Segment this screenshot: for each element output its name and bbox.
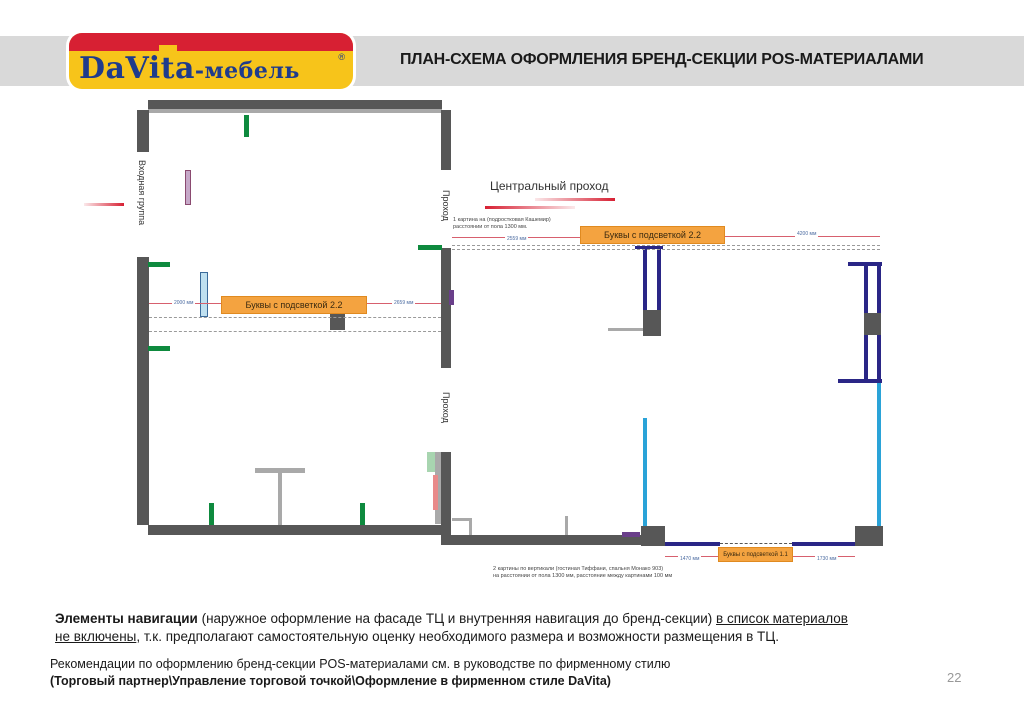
central-passage-label: Центральный проход: [490, 179, 609, 193]
poster-blue: [200, 272, 208, 317]
nav-underline2: не включены: [55, 629, 137, 644]
column-navy: [643, 246, 647, 311]
sign-right-room-top: Буквы с подсветкой 2.2: [580, 226, 725, 244]
wall-top: [148, 100, 442, 109]
recommend-line1: Рекомендации по оформлению бренд-секции …: [50, 657, 671, 671]
column-navy: [657, 246, 661, 311]
wall-top-inner: [148, 109, 442, 113]
floor-plan: Входная группа Проход Проход 2000 мм Бук…: [84, 100, 883, 579]
glass-wall: [877, 383, 881, 526]
dashed-line: [149, 331, 441, 332]
marker-red: [433, 475, 438, 510]
painting-note-bottom-2: на расстоянии от пола 1300 мм, расстояни…: [493, 573, 673, 579]
dim-bottom-right: 1730 мм: [815, 556, 839, 562]
furniture: [452, 518, 472, 521]
passage-upper-label: Проход: [441, 190, 451, 221]
recommendation-note: Рекомендации по оформлению бренд-секции …: [50, 656, 950, 690]
column-base: [643, 310, 661, 336]
entrance-label: Входная группа: [137, 160, 147, 226]
dim-bottom-left: 1470 мм: [678, 556, 702, 562]
logo-brand: DaVita: [79, 51, 195, 86]
wall-mid-upper: [441, 110, 451, 170]
dashed-line: [720, 543, 792, 544]
dim-right-top-right: 4200 мм: [795, 231, 819, 237]
navigation-note: Элементы навигации (наружное оформление …: [55, 610, 1005, 646]
passage-arrow-left-icon: [485, 206, 575, 209]
marker-green: [209, 503, 214, 525]
poster-pink: [185, 170, 191, 205]
column-bottom-left: [641, 526, 665, 546]
column-base: [864, 313, 881, 335]
dim-right-top-left: 2559 мм: [505, 236, 529, 242]
marker-light-green: [427, 452, 435, 472]
recommend-line2: (Торговый партнер\Управление торговой то…: [50, 674, 611, 688]
column-navy: [635, 246, 663, 249]
painting-note-bottom-1: 2 картины по вертикали (гостиная Тиффани…: [493, 566, 664, 572]
painting-marker: [449, 290, 454, 305]
furniture-stem: [278, 473, 282, 525]
nav-bold: Элементы навигации: [55, 611, 198, 626]
marker-green: [148, 346, 170, 351]
nav-underline1: в список материалов: [716, 611, 848, 626]
furniture: [608, 328, 643, 331]
wall-navy: [792, 542, 855, 546]
wall-bottom-left-room: [148, 525, 442, 535]
marker-green: [244, 115, 249, 137]
column-bottom-right: [855, 526, 883, 546]
nav-text2: , т.к. предполагают самостоятельную оцен…: [136, 629, 780, 644]
column-navy: [838, 379, 882, 383]
column: [330, 314, 345, 330]
painting-marker: [622, 532, 640, 537]
marker-green: [418, 245, 442, 250]
furniture-top: [255, 468, 305, 473]
painting-note-top-2: расстоянии от пола 1300 мм.: [453, 224, 528, 230]
page-title: ПЛАН-СХЕМА ОФОРМЛЕНИЯ БРЕНД-СЕКЦИИ POS-М…: [400, 51, 924, 68]
passage-arrow-right-icon: [535, 198, 615, 201]
dim-left-room-left: 2000 мм: [172, 300, 196, 306]
marker-green: [360, 503, 365, 525]
painting-note-top-1: 1 картина на (подростковая Кашемир): [453, 217, 551, 223]
dashed-line: [149, 317, 441, 318]
nav-text1: (наружное оформление на фасаде ТЦ и внут…: [197, 611, 717, 626]
passage-lower-label: Проход: [441, 392, 451, 423]
furniture: [565, 516, 568, 535]
entrance-arrow-icon: [84, 203, 124, 206]
wall-left-lower: [137, 257, 149, 525]
sign-left-room: Буквы с подсветкой 2.2: [221, 296, 367, 314]
logo-suffix: -мебель: [194, 58, 300, 84]
page-number: 22: [947, 670, 962, 685]
sign-right-room-bottom: Буквы с подсветкой 1.1: [718, 547, 793, 562]
davita-logo: DaVita-мебель ®: [66, 30, 356, 92]
furniture: [469, 518, 472, 535]
wall-mid-lower: [441, 452, 451, 544]
logo-registered: ®: [338, 52, 345, 62]
wall-mid-lower-inner: [435, 452, 441, 524]
dashed-line: [452, 245, 880, 246]
wall-bottom-right: [441, 535, 641, 545]
wall-left-upper: [137, 110, 149, 152]
dashed-line: [452, 249, 880, 250]
wall-navy: [665, 542, 720, 546]
dim-left-room-right: 2659 мм: [392, 300, 416, 306]
wall-mid-center: [441, 248, 451, 368]
glass-wall: [643, 418, 647, 526]
marker-green: [148, 262, 170, 267]
